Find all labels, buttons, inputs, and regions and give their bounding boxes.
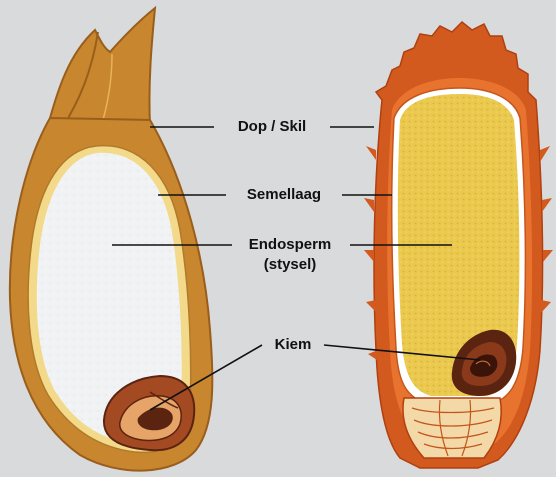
label-hull: Dop / Skil	[218, 118, 326, 136]
left-husk-tip	[48, 8, 155, 126]
label-aleurone: Semellaag	[230, 186, 338, 204]
left-grain	[10, 8, 213, 471]
label-endosperm: Endosperm	[234, 236, 346, 254]
label-endosperm-sub: (stysel)	[234, 256, 346, 274]
label-germ: Kiem	[264, 336, 322, 354]
